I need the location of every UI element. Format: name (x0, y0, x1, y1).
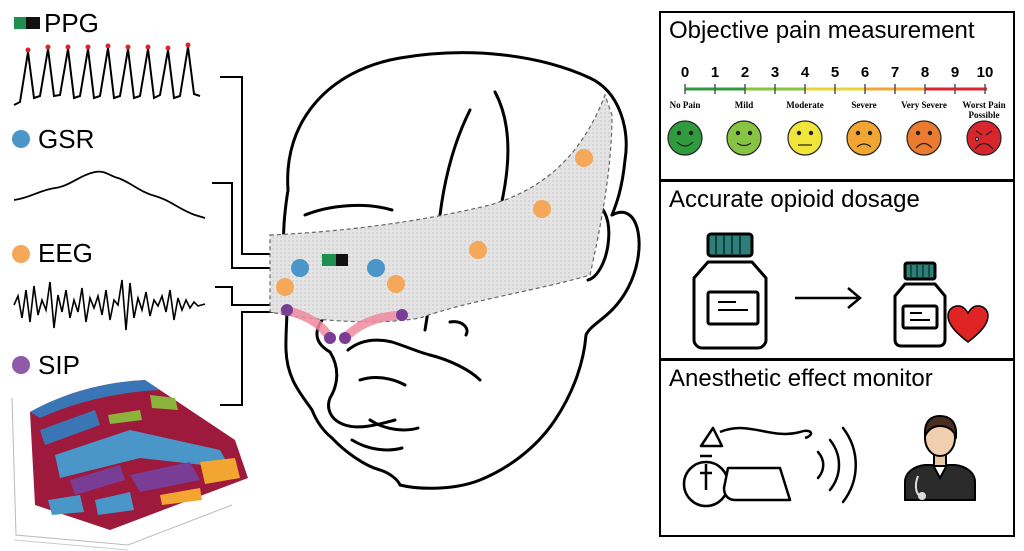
sip-sensor (396, 309, 408, 321)
gsr-sensor-right (367, 259, 385, 277)
pain-level-label: Moderate (786, 100, 824, 110)
anesthetic-panel-title: Anesthetic effect monitor (669, 365, 933, 392)
sip-surface-plot (11, 380, 248, 551)
gsr-dot-icon (12, 130, 30, 148)
ppg-peak-markers (25, 42, 191, 53)
sip-sensor (324, 332, 336, 344)
opioid-dosage-panel: Accurate opioid dosage (659, 180, 1015, 360)
pain-level-label: No Pain (669, 100, 701, 110)
arrow-right-icon (795, 287, 862, 309)
sip-sensor (281, 304, 293, 316)
pain-faces (667, 120, 1002, 156)
scale-number: 9 (950, 64, 960, 81)
head-illustration (282, 51, 641, 490)
pain-scale-bar (684, 84, 987, 94)
scale-number: 5 (830, 64, 840, 81)
pain-level-label: Very Severe (901, 100, 947, 110)
doctor-icon (904, 414, 976, 501)
scale-number: 3 (770, 64, 780, 81)
ppg-sensor-icon (14, 17, 26, 29)
pain-panel-title: Objective pain measurement (669, 17, 975, 44)
scale-number: 1 (710, 64, 720, 81)
gsr-sensor-left (291, 259, 309, 277)
opioid-panel-title: Accurate opioid dosage (669, 186, 920, 213)
gsr-label: GSR (38, 124, 95, 154)
ppg-sensor-on-head (322, 254, 336, 266)
scale-number: 4 (800, 64, 810, 81)
pain-level-label: Worst Pain Possible (962, 100, 1006, 120)
sip-sensor (339, 332, 351, 344)
pain-measurement-panel: Objective pain measurement (659, 11, 1015, 181)
eeg-sensor (533, 200, 551, 218)
ppg-label: PPG (44, 8, 99, 38)
scale-number: 10 (976, 64, 994, 81)
face-moderate-icon (787, 120, 823, 156)
face-mild-icon (726, 120, 762, 156)
pain-level-label: Mild (734, 100, 754, 110)
signal-waves-icon (816, 426, 857, 504)
sip-label: SIP (38, 350, 80, 380)
scale-number: 6 (860, 64, 870, 81)
anesthetic-monitor-panel: Anesthetic effect monitor (659, 359, 1015, 537)
face-worst-pain-icon (966, 120, 1002, 156)
scale-number: 0 (680, 64, 690, 81)
ppg-waveform (13, 46, 201, 106)
face-no-pain-icon (667, 120, 703, 156)
gsr-waveform (13, 170, 206, 219)
eeg-sensor (387, 275, 405, 293)
eeg-waveform (13, 279, 206, 331)
medicine-bottle-small-icon (893, 261, 947, 348)
eeg-dot-icon (12, 245, 30, 263)
eeg-sensor (575, 149, 593, 167)
scale-number: 7 (890, 64, 900, 81)
scale-number: 8 (920, 64, 930, 81)
scale-number: 2 (740, 64, 750, 81)
pain-level-label: Severe (851, 100, 877, 110)
eeg-label: EEG (38, 238, 93, 268)
patient-sleeping-icon (682, 426, 813, 508)
medicine-bottle-large-icon (692, 232, 768, 350)
sip-dot-icon (12, 356, 30, 374)
heart-icon (947, 305, 989, 343)
sensor-band (269, 93, 613, 323)
ppg-sensor-icon-dark (26, 17, 40, 29)
face-very-severe-icon (906, 120, 942, 156)
eeg-sensor (469, 241, 487, 259)
face-severe-icon (846, 120, 882, 156)
head-sensors (276, 149, 593, 344)
eeg-sensor (276, 278, 294, 296)
